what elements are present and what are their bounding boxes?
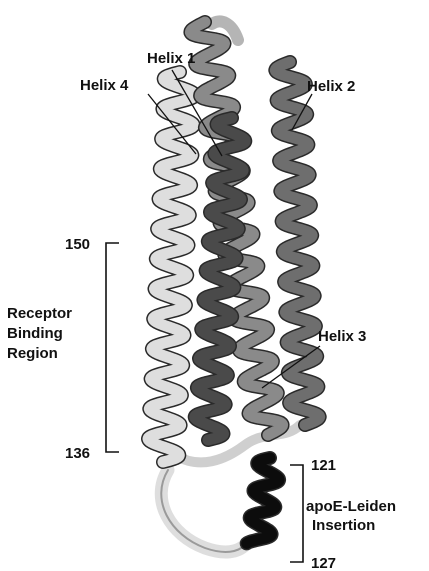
helix2-ribbon xyxy=(275,62,319,425)
helix-ribbons xyxy=(148,21,320,552)
helix1-label: Helix 1 xyxy=(147,50,195,67)
helix4-ribbon xyxy=(148,72,195,462)
bottom-loop xyxy=(161,470,245,552)
bottom-loop-outline xyxy=(161,470,245,552)
insertion-ribbon xyxy=(247,458,279,543)
insertion-label-line1: apoE-Leiden xyxy=(306,498,396,515)
receptor-region-bracket xyxy=(106,243,119,452)
region-label-line1: Receptor xyxy=(7,305,72,322)
residue-127-label: 127 xyxy=(311,555,336,571)
insertion-bracket xyxy=(290,465,303,562)
insertion-label-line2: Insertion xyxy=(312,517,375,534)
residue-150-label: 150 xyxy=(65,236,90,253)
region-label-line2: Binding xyxy=(7,325,63,342)
helix3-label: Helix 3 xyxy=(318,328,366,345)
residue-136-label: 136 xyxy=(65,445,90,462)
residue-121-label: 121 xyxy=(311,457,336,474)
helix4-label: Helix 4 xyxy=(80,77,129,94)
region-label-line3: Region xyxy=(7,345,58,362)
helix2-label: Helix 2 xyxy=(307,78,355,95)
